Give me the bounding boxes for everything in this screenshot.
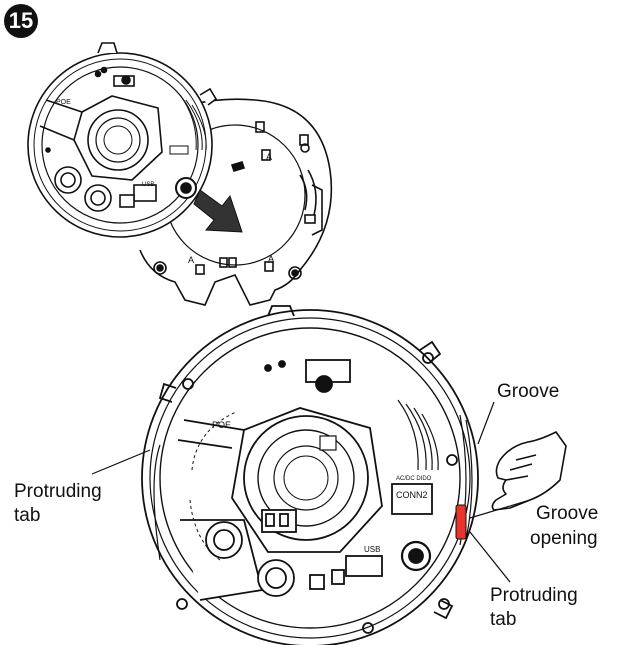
camera-body-bottom	[141, 305, 479, 645]
mounting-plate	[139, 98, 333, 306]
mount-letter-a-3: A	[266, 152, 272, 162]
bottom-poe-label: POE	[212, 420, 231, 430]
protruding-tab-right-label-line2: tab	[490, 609, 517, 630]
camera-body-top	[27, 42, 218, 238]
protruding-tab-left-label-line1: Protruding	[14, 481, 102, 502]
leader-lines	[91, 401, 531, 583]
top-usb-label: USB	[142, 182, 154, 188]
bottom-usb-label: USB	[364, 545, 380, 554]
protruding-tab-left-label-line2: tab	[14, 505, 41, 526]
pointing-hand-icon	[491, 431, 567, 511]
groove-opening-label-line1: Groove	[536, 503, 599, 524]
mount-letter-a-2: A	[268, 254, 274, 264]
mount-letter-a-1: A	[188, 255, 194, 265]
ac-dc-label: AC/DC DIDO	[396, 476, 432, 482]
groove-opening-label-line2: opening	[530, 528, 598, 549]
groove-label: Groove	[497, 381, 560, 402]
step-number-badge: 15	[4, 4, 38, 38]
top-poe-label: POE	[56, 99, 71, 106]
rotation-arrow-icon	[193, 189, 243, 233]
protruding-tab-highlight	[455, 504, 467, 540]
conn2-label: CONN2	[396, 490, 428, 500]
protruding-tab-right-label-line1: Protruding	[490, 585, 578, 606]
